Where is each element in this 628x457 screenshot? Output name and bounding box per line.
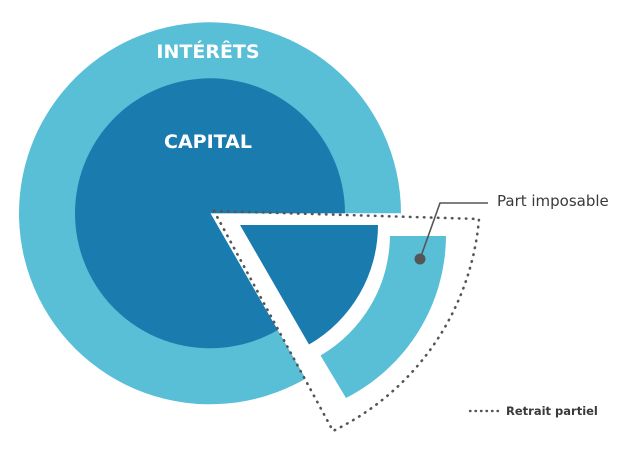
callout-line <box>419 202 488 260</box>
capital-wedge <box>240 225 378 345</box>
legend-label: Retrait partiel <box>506 404 598 418</box>
part-imposable-wedge <box>320 236 446 398</box>
capital-label: CAPITAL <box>164 131 252 153</box>
interets-label: INTÉRÊTS <box>156 40 259 63</box>
retrait-partiel-outline <box>211 209 481 433</box>
capital-disc <box>75 78 345 349</box>
callout-dot-icon <box>414 253 426 265</box>
part-imposable-label: Part imposable <box>497 192 609 210</box>
